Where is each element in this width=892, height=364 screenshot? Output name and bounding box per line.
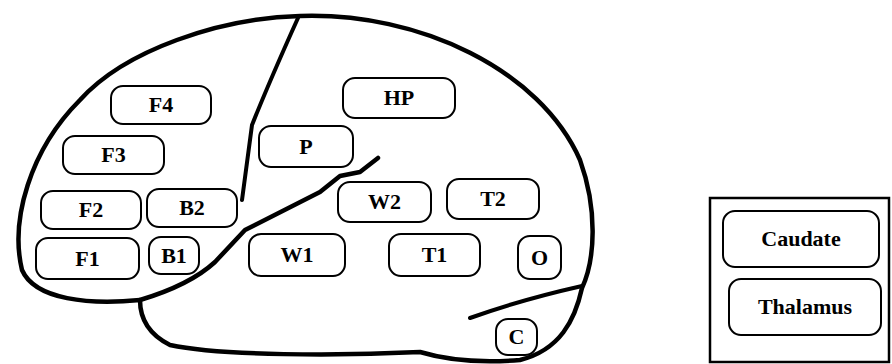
region-label: B1 xyxy=(161,245,187,267)
region-label: Caudate xyxy=(761,228,840,250)
brain-contour xyxy=(19,16,593,361)
cerebellum-line xyxy=(470,286,582,318)
region-label: P xyxy=(299,136,312,158)
region-label: F1 xyxy=(75,248,99,270)
region-box: F2 xyxy=(40,190,142,230)
region-box: F1 xyxy=(35,237,140,280)
region-label: F2 xyxy=(79,199,103,221)
region-box: Thalamus xyxy=(728,278,882,336)
region-label: C xyxy=(509,326,525,348)
region-label: Thalamus xyxy=(758,296,852,318)
sylvian-fissure xyxy=(140,158,378,300)
region-label: HP xyxy=(384,87,415,109)
region-box: Caudate xyxy=(722,210,880,268)
central-sulcus xyxy=(242,18,298,200)
region-box: F3 xyxy=(62,135,165,175)
region-label: T2 xyxy=(480,188,506,210)
region-box: F4 xyxy=(110,85,212,125)
region-label: F3 xyxy=(101,144,125,166)
region-label: F4 xyxy=(149,94,173,116)
region-box: T1 xyxy=(388,233,481,277)
region-label: W1 xyxy=(281,244,314,266)
region-label: T1 xyxy=(422,244,448,266)
region-label: W2 xyxy=(368,191,401,213)
region-box: HP xyxy=(342,77,456,119)
region-label: B2 xyxy=(179,197,205,219)
region-box: O xyxy=(517,235,562,280)
region-label: O xyxy=(531,247,548,269)
region-box: B2 xyxy=(146,188,238,228)
inset-frame xyxy=(710,198,889,362)
region-box: W2 xyxy=(337,181,432,223)
region-box: P xyxy=(258,125,354,168)
region-box: B1 xyxy=(148,236,200,275)
region-box: C xyxy=(495,318,538,356)
region-box: T2 xyxy=(446,178,540,220)
region-box: W1 xyxy=(248,233,346,277)
